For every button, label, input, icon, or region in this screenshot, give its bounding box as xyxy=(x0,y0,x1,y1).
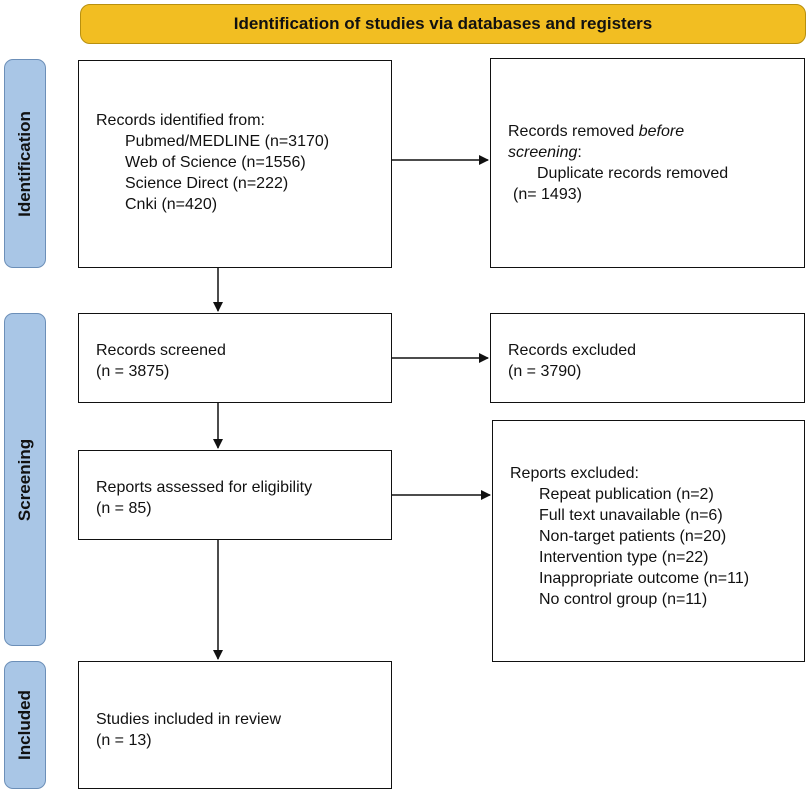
records-removed-heading: Records removed before xyxy=(508,123,685,140)
studies-included-box: Studies included in review (n = 13) xyxy=(78,661,392,789)
duplicates-removed-label: Duplicate records removed xyxy=(537,165,729,182)
records-excluded-count: (n = 3790) xyxy=(508,363,582,380)
records-screened-box: Records screened (n = 3875) xyxy=(78,313,392,403)
reports-excluded-heading: Reports excluded: xyxy=(510,465,639,482)
header-banner: Identification of studies via databases … xyxy=(80,4,806,44)
phase-screening: Screening xyxy=(4,313,46,646)
exclusion-reason: Non-target patients (n=20) xyxy=(539,528,727,545)
source-item: Web of Science (n=1556) xyxy=(125,154,306,171)
records-identified-box: Records identified from: Pubmed/MEDLINE … xyxy=(78,60,392,268)
records-removed-heading-line2: screening: xyxy=(508,144,582,161)
records-excluded-heading: Records excluded xyxy=(508,342,637,359)
reports-assessed-box: Reports assessed for eligibility (n = 85… xyxy=(78,450,392,540)
phase-identification: Identification xyxy=(4,59,46,268)
reports-assessed-heading: Reports assessed for eligibility xyxy=(96,479,313,496)
studies-included-count: (n = 13) xyxy=(96,732,152,749)
reports-excluded-box: Reports excluded: Repeat publication (n=… xyxy=(492,420,805,662)
reports-assessed-count: (n = 85) xyxy=(96,500,152,517)
exclusion-reason: Intervention type (n=22) xyxy=(539,549,709,566)
exclusion-reason: Repeat publication (n=2) xyxy=(539,486,714,503)
records-screened-heading: Records screened xyxy=(96,342,226,359)
phase-included: Included xyxy=(4,661,46,789)
records-screened-count: (n = 3875) xyxy=(96,363,170,380)
duplicates-removed-count: (n= 1493) xyxy=(513,186,582,203)
records-excluded-box: Records excluded (n = 3790) xyxy=(490,313,805,403)
header-title: Identification of studies via databases … xyxy=(233,14,653,33)
studies-included-heading: Studies included in review xyxy=(96,711,281,728)
source-item: Cnki (n=420) xyxy=(125,196,218,213)
exclusion-reason: Inappropriate outcome (n=11) xyxy=(539,570,750,587)
exclusion-reason: Full text unavailable (n=6) xyxy=(539,507,723,524)
records-removed-box: Records removed before screening: Duplic… xyxy=(490,58,805,268)
source-item: Science Direct (n=222) xyxy=(125,175,289,192)
exclusion-reason: No control group (n=11) xyxy=(539,591,708,608)
records-identified-heading: Records identified from: xyxy=(96,112,265,129)
source-item: Pubmed/MEDLINE (n=3170) xyxy=(125,133,330,150)
